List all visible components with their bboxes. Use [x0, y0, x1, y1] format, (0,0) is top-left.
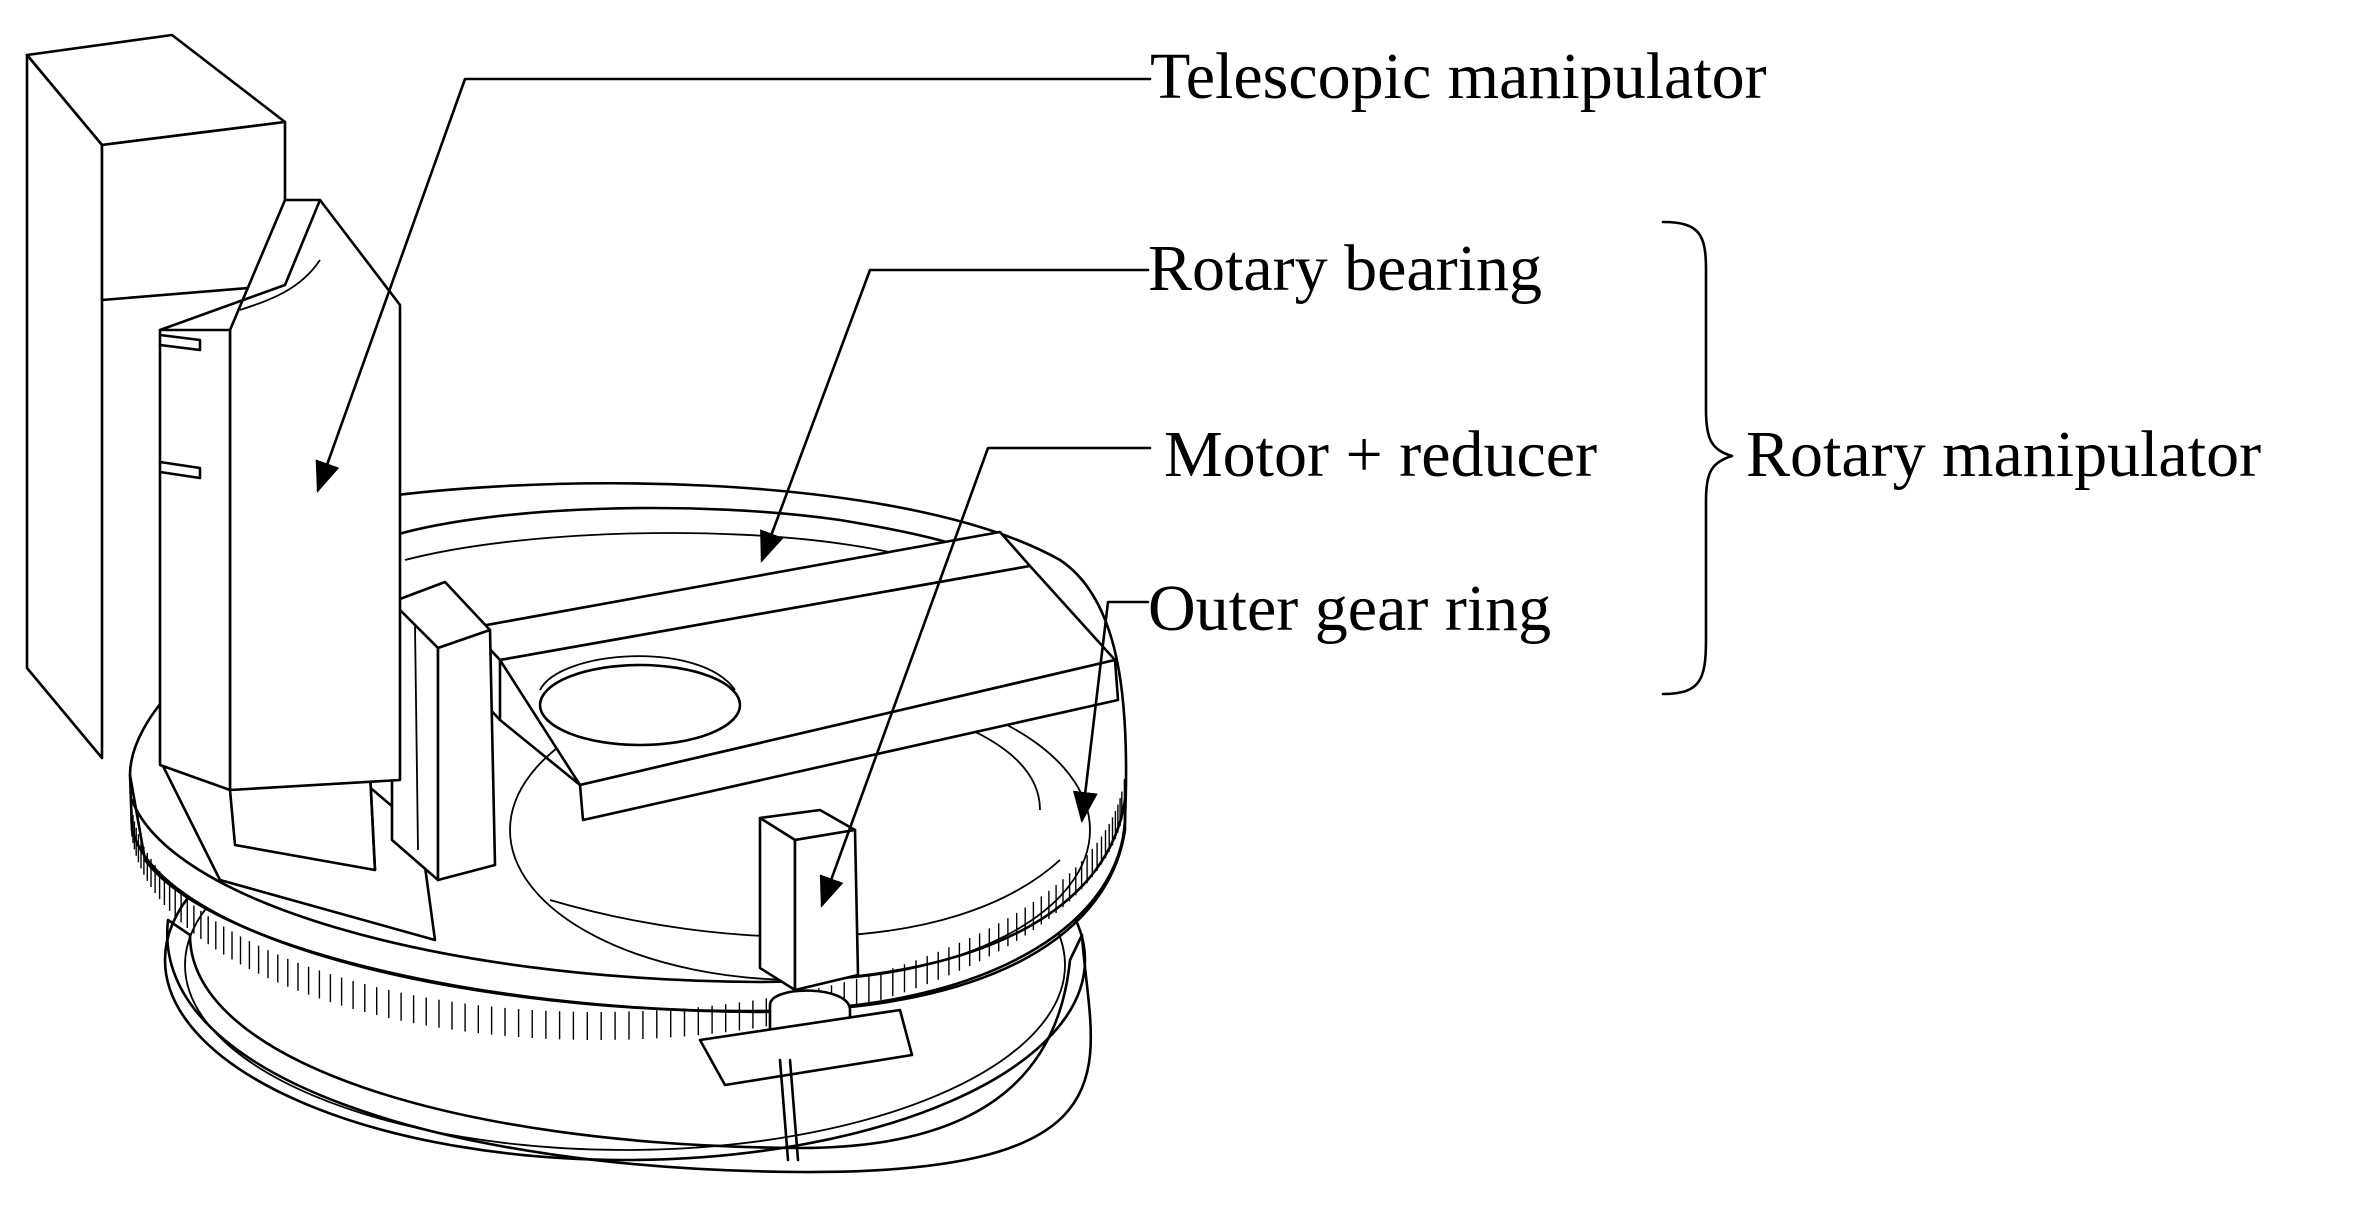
leader-gear — [1072, 600, 1150, 824]
label-motor-reducer: Motor + reducer — [1164, 418, 1598, 491]
gear-teeth — [130, 791, 1123, 1040]
leader-telescopic — [315, 77, 1152, 493]
leader-bearing — [760, 268, 1150, 563]
label-telescopic-manipulator: Telescopic manipulator — [1150, 40, 1767, 113]
telescopic-manipulator — [25, 33, 402, 792]
label-rotary-manipulator: Rotary manipulator — [1746, 418, 2262, 491]
motor-reducer — [698, 808, 914, 1162]
slider-column — [390, 580, 497, 882]
group-brace — [1661, 220, 1734, 696]
label-outer-gear-ring: Outer gear ring — [1148, 572, 1552, 645]
leader-lines — [315, 77, 1152, 908]
label-rotary-bearing: Rotary bearing — [1148, 232, 1543, 305]
leader-motor — [819, 446, 1152, 908]
rotary-arm-beam — [468, 530, 1120, 822]
